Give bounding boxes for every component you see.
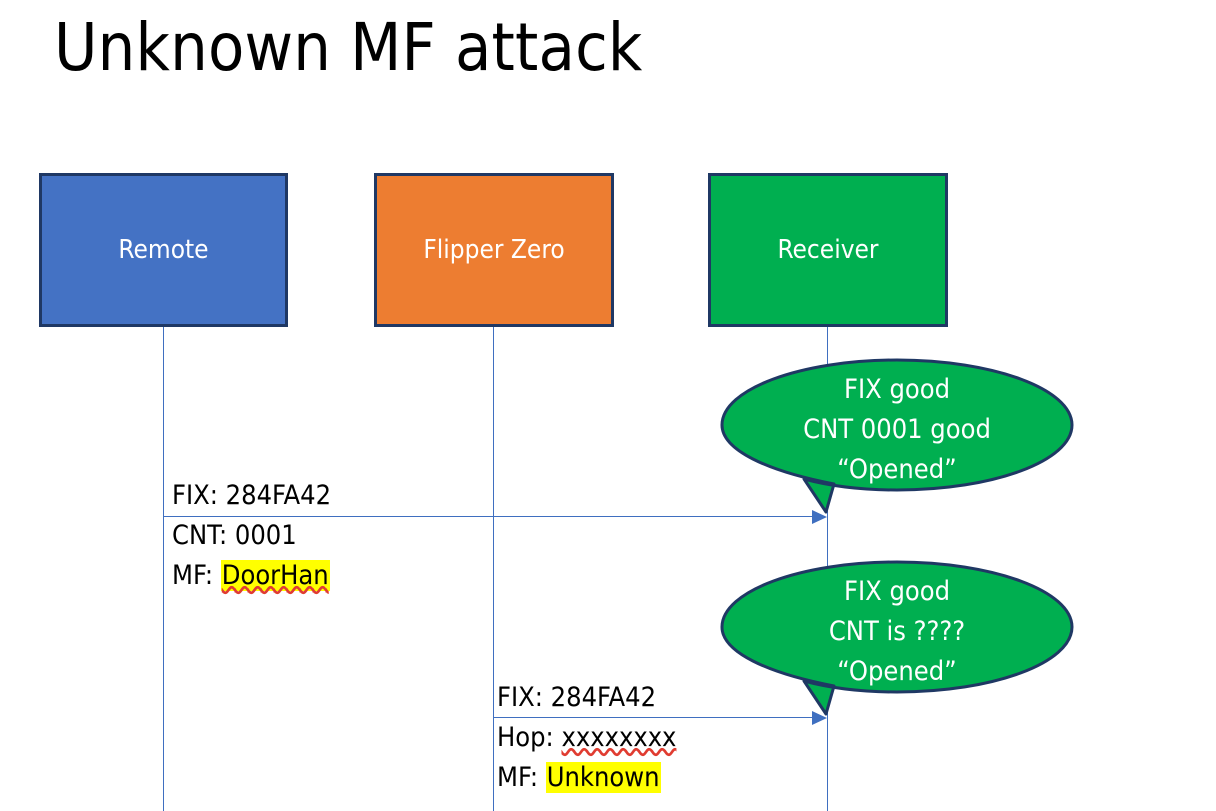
- message-line-label: CNT:: [172, 520, 235, 551]
- actor-label-remote: Remote: [118, 235, 209, 265]
- lifeline-flipper: [493, 327, 494, 811]
- actor-box-remote[interactable]: Remote: [39, 173, 288, 327]
- page-title: Unknown MF attack: [54, 9, 643, 86]
- message-arrow-line-2: [493, 717, 813, 718]
- actor-box-flipper[interactable]: Flipper Zero: [374, 173, 614, 327]
- callout-line: “Opened”: [837, 656, 957, 687]
- message-line-value: 284FA42: [550, 682, 657, 713]
- callout-bubble-1[interactable]: FIX good CNT 0001 good “Opened”: [720, 358, 1074, 514]
- message-line-value-spellchecked: xxxxxxxx: [561, 722, 677, 753]
- callout-text-1: FIX good CNT 0001 good “Opened”: [722, 370, 1072, 490]
- message-line: FIX: 284FA42: [497, 678, 676, 718]
- callout-line: “Opened”: [837, 454, 957, 485]
- callout-line: CNT 0001 good: [803, 414, 991, 445]
- message-arrow-head-2: [812, 711, 827, 725]
- actor-label-flipper: Flipper Zero: [423, 235, 565, 265]
- callout-line: FIX good: [843, 374, 951, 405]
- callout-shape-2: [720, 560, 1074, 716]
- callout-shape-1: [720, 358, 1074, 514]
- message-line-label: FIX:: [497, 682, 551, 713]
- actor-label-receiver: Receiver: [777, 235, 879, 265]
- message-line-value: 284FA42: [225, 480, 332, 511]
- message-line-label: FIX:: [172, 480, 226, 511]
- callout-line: FIX good: [843, 576, 951, 607]
- message-line: CNT: 0001: [172, 516, 331, 556]
- message-line: MF: DoorHan: [172, 556, 331, 596]
- message-line: FIX: 284FA42: [172, 476, 331, 516]
- message-line-label: Hop:: [497, 722, 562, 753]
- message-arrow-head-1: [812, 510, 827, 524]
- message-line-value: 0001: [234, 520, 297, 551]
- message-line-value-highlighted: Unknown: [545, 762, 661, 793]
- callout-line: CNT is ????: [828, 616, 966, 647]
- message-text-1: FIX: 284FA42 CNT: 0001 MF: DoorHan: [172, 476, 331, 596]
- message-text-2: FIX: 284FA42 Hop: xxxxxxxx MF: Unknown: [497, 678, 676, 798]
- callout-text-2: FIX good CNT is ???? “Opened”: [722, 572, 1072, 692]
- message-line: Hop: xxxxxxxx: [497, 718, 676, 758]
- message-line: MF: Unknown: [497, 758, 676, 798]
- message-line-label: MF:: [172, 560, 221, 591]
- message-line-value-highlighted: DoorHan: [220, 560, 330, 591]
- lifeline-remote: [163, 327, 164, 811]
- callout-bubble-2[interactable]: FIX good CNT is ???? “Opened”: [720, 560, 1074, 716]
- actor-box-receiver[interactable]: Receiver: [708, 173, 948, 327]
- message-arrow-line-1: [163, 516, 813, 517]
- message-line-label: MF:: [497, 762, 546, 793]
